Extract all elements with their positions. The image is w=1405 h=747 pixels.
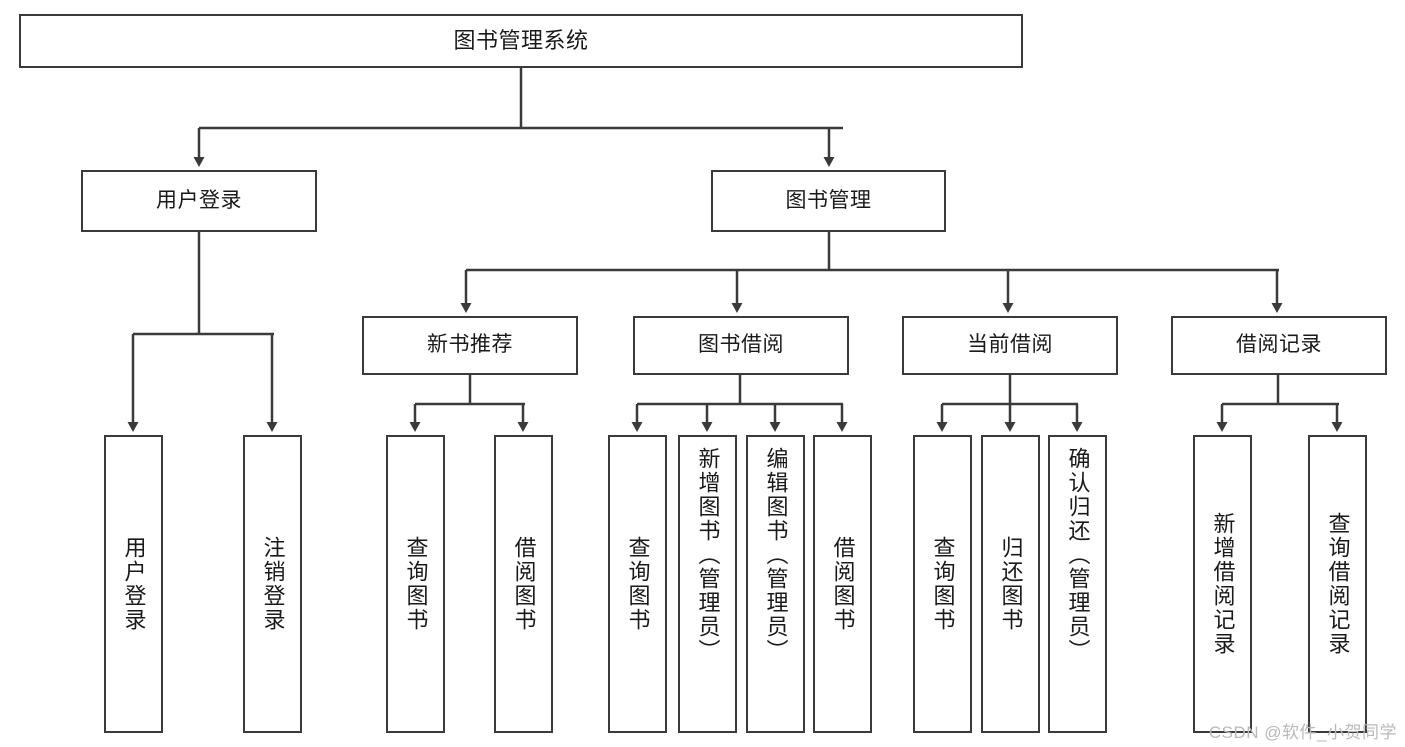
csdn-watermark: CSDN @软件_小贺同学 [1208, 723, 1397, 742]
leaf-user-login-logout[interactable]: 注销登录 [243, 435, 302, 733]
node-book-management[interactable]: 图书管理 [711, 170, 946, 232]
node-label: 新书推荐 [427, 333, 513, 357]
node-book-borrowing[interactable]: 图书借阅 [633, 316, 849, 375]
leaf-current-borrow-return-book[interactable]: 归还图书 [981, 435, 1040, 733]
leaf-current-borrow-query-book[interactable]: 查询图书 [913, 435, 972, 733]
leaf-current-borrow-confirm-return-admin[interactable]: 确认归还（管理员） [1048, 435, 1107, 733]
leaf-book-borrow-edit-book-admin[interactable]: 编辑图书（管理员） [746, 435, 805, 733]
node-label: 新增图书（管理员） [695, 447, 721, 663]
leaf-book-borrow-borrow-book[interactable]: 借阅图书 [813, 435, 872, 733]
node-label: 确认归还（管理员） [1065, 447, 1091, 663]
node-label: 借阅图书 [830, 536, 856, 632]
node-current-borrowing[interactable]: 当前借阅 [902, 316, 1118, 375]
node-root-book-management-system[interactable]: 图书管理系统 [19, 14, 1023, 68]
leaf-book-borrow-add-book-admin[interactable]: 新增图书（管理员） [678, 435, 737, 733]
node-label: 当前借阅 [967, 333, 1053, 357]
node-label: 编辑图书（管理员） [763, 447, 789, 663]
node-label: 图书管理 [785, 188, 872, 212]
node-label: 图书借阅 [698, 333, 784, 357]
leaf-borrow-record-query-record[interactable]: 查询借阅记录 [1308, 435, 1367, 733]
node-label: 查询图书 [625, 536, 651, 632]
node-label: 用户登录 [156, 188, 242, 212]
leaf-book-borrow-query-book[interactable]: 查询图书 [608, 435, 667, 733]
node-label: 归还图书 [998, 536, 1024, 632]
node-label: 新增借阅记录 [1210, 512, 1236, 656]
node-label: 借阅记录 [1236, 333, 1322, 357]
leaf-new-book-borrow-book[interactable]: 借阅图书 [494, 435, 553, 733]
node-label: 注销登录 [260, 536, 286, 632]
node-borrowing-record[interactable]: 借阅记录 [1171, 316, 1387, 375]
node-label: 图书管理系统 [453, 28, 589, 54]
node-label: 借阅图书 [511, 536, 537, 632]
node-label: 用户登录 [121, 536, 147, 632]
node-label: 查询借阅记录 [1325, 512, 1351, 656]
node-label: 查询图书 [930, 536, 956, 632]
node-user-login[interactable]: 用户登录 [81, 170, 317, 232]
leaf-borrow-record-add-record[interactable]: 新增借阅记录 [1193, 435, 1252, 733]
leaf-user-login-login[interactable]: 用户登录 [104, 435, 163, 733]
node-label: 查询图书 [403, 536, 429, 632]
leaf-new-book-query-book[interactable]: 查询图书 [386, 435, 445, 733]
node-new-book-recommendation[interactable]: 新书推荐 [362, 316, 578, 375]
